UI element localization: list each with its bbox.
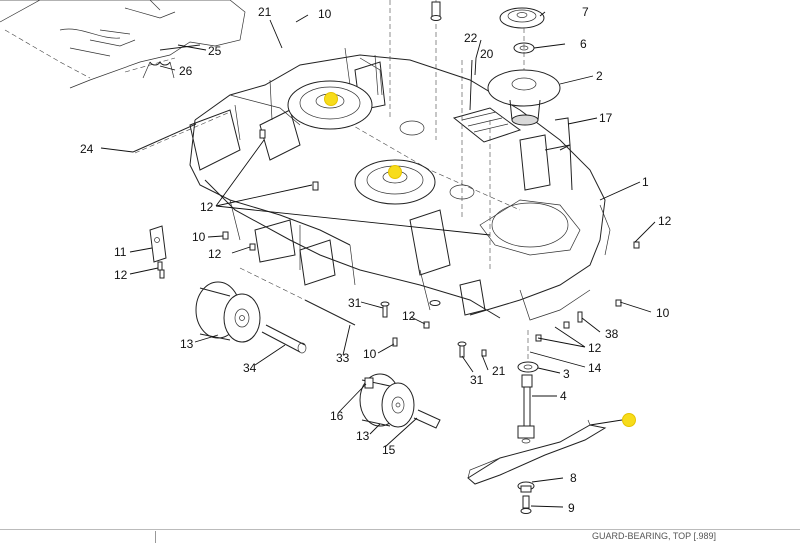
callout-26: 26 [179, 64, 193, 78]
callout-31: 31 [348, 296, 362, 310]
bracket-17 [554, 117, 571, 151]
spacer-16 [364, 377, 374, 389]
callout-11: 11 [114, 245, 127, 259]
small-bolts-left [157, 129, 319, 279]
bearing-guard-22 [452, 107, 522, 143]
callout-2: 2 [596, 69, 603, 83]
deck-brackets [189, 61, 573, 316]
footer-divider [155, 531, 156, 543]
callout-24: 24 [80, 142, 94, 156]
callout-14: 14 [588, 361, 602, 375]
callout-13: 13 [356, 429, 370, 443]
callout-21: 21 [492, 364, 506, 378]
callout-12: 12 [588, 341, 602, 355]
leader-lines [100, 11, 656, 508]
anti-scalp-roller-left [195, 281, 261, 343]
footer-caption: GUARD-BEARING, TOP [.989] [592, 531, 717, 541]
callout-3: 3 [563, 367, 570, 381]
callout-4: 4 [560, 389, 567, 403]
callout-21: 21 [258, 5, 272, 19]
callout-10: 10 [363, 347, 377, 361]
spindle-bearing-3 [517, 361, 539, 373]
spindle-housing-2 [487, 69, 561, 126]
callout-15: 15 [382, 443, 396, 457]
highlight-marker [388, 165, 402, 179]
callout-34: 34 [243, 361, 257, 375]
rod-part [132, 111, 231, 154]
roller-shaft-15 [413, 409, 441, 429]
callout-10: 10 [318, 7, 332, 21]
mower-blade [467, 419, 607, 485]
callout-12: 12 [208, 247, 222, 261]
callout-8: 8 [570, 471, 577, 485]
callout-25: 25 [208, 44, 222, 58]
callout-7: 7 [582, 5, 589, 19]
middle-fasteners [380, 241, 640, 358]
callout-9: 9 [568, 501, 575, 515]
rod-33 [239, 267, 356, 326]
callout-12: 12 [658, 214, 672, 228]
callout-22: 22 [464, 31, 478, 45]
callout-38: 38 [605, 327, 619, 341]
highlight-marker [324, 92, 338, 106]
callout-1: 1 [642, 175, 649, 189]
bracket-11 [149, 225, 167, 263]
footer-bar [0, 529, 800, 544]
callout-12: 12 [114, 268, 128, 282]
blade-bolt-9 [520, 495, 532, 514]
blade-washer-8 [517, 481, 535, 493]
callout-labels: 21 10 25 26 24 7 6 22 20 2 17 1 12 12 10… [80, 5, 672, 515]
callout-10: 10 [192, 230, 206, 244]
spindle-shaft-4 [517, 374, 535, 444]
callout-10: 10 [656, 306, 670, 320]
deflector-rod [124, 44, 201, 73]
drive-pulley-7 [499, 7, 545, 29]
roller-shaft-34 [261, 324, 307, 354]
callout-31: 31 [470, 373, 484, 387]
callout-17: 17 [599, 111, 613, 125]
callout-16: 16 [330, 409, 344, 423]
discharge-deflector [0, 0, 246, 89]
anti-scalp-roller-right [359, 373, 415, 428]
callout-33: 33 [336, 351, 350, 365]
callout-6: 6 [580, 37, 587, 51]
callout-20: 20 [480, 47, 494, 61]
callout-12: 12 [200, 200, 214, 214]
highlight-marker [622, 413, 636, 427]
torsion-spring [142, 60, 175, 79]
callout-13: 13 [180, 337, 194, 351]
bolt-top [430, 1, 442, 21]
callout-12: 12 [402, 309, 416, 323]
